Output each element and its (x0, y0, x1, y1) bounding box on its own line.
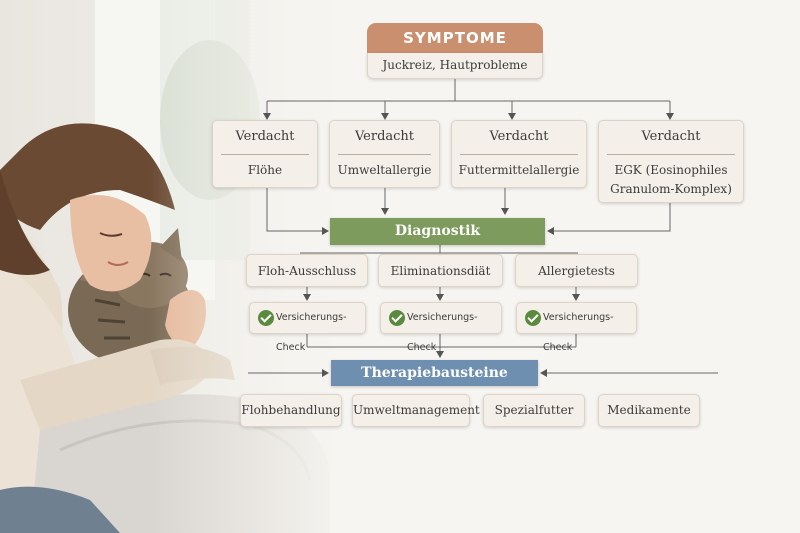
therapy-flea-treatment: Flohbehandlung (240, 394, 342, 427)
insurance-check-2: Versicherungs-Check (380, 302, 502, 353)
suspicion-food-allergy: Verdacht Futtermittelallergie (451, 120, 587, 188)
divider (460, 154, 578, 155)
therapy-bar: Therapiebausteine (331, 360, 538, 386)
suspicion-label: Verdacht (489, 129, 549, 144)
suspicion-egk: Verdacht EGK (Eosinophiles Granulom-Komp… (598, 120, 744, 203)
insurance-check-3: Versicherungs-Check (516, 302, 637, 353)
suspicion-cause: Umweltallergie (337, 163, 432, 177)
step-flea-exclusion: Floh-Ausschluss (246, 254, 368, 287)
therapy-environment-management: Umweltmanagement (352, 394, 480, 427)
insurance-check-label: Versicherungs-Check (276, 312, 347, 353)
insurance-check-label: Versicherungs-Check (543, 312, 614, 353)
suspicion-label: Verdacht (235, 129, 295, 144)
symptoms-header: SYMPTOME (367, 23, 543, 53)
checkmark-icon (389, 310, 405, 326)
suspicion-fleas: Verdacht Flöhe (212, 120, 318, 188)
suspicion-environmental-allergy: Verdacht Umweltallergie (329, 120, 440, 188)
suspicion-label: Verdacht (354, 129, 415, 144)
checkmark-icon (525, 310, 541, 326)
suspicion-cause-line2: Granulom-Komplex) (610, 182, 732, 196)
therapy-special-food: Spezialfutter (483, 394, 585, 427)
diagnostics-bar: Diagnostik (330, 218, 545, 245)
checkmark-icon (258, 310, 274, 326)
symptoms-description: Juckreiz, Hautprobleme (367, 53, 543, 79)
insurance-check-label: Versicherungs-Check (407, 312, 478, 353)
suspicion-cause: Flöhe (247, 163, 283, 177)
step-allergy-tests: Allergietests (515, 254, 638, 287)
therapy-medication: Medikamente (598, 394, 700, 427)
step-elimination-diet: Eliminationsdiät (378, 254, 503, 287)
suspicion-cause: Futtermittelallergie (458, 163, 580, 177)
insurance-check-1: Versicherungs-Check (249, 302, 366, 353)
divider (221, 154, 309, 155)
divider (338, 154, 431, 155)
suspicion-label: Verdacht (641, 129, 701, 144)
suspicion-cause-line1: EGK (Eosinophiles (614, 163, 728, 177)
divider (607, 154, 735, 155)
